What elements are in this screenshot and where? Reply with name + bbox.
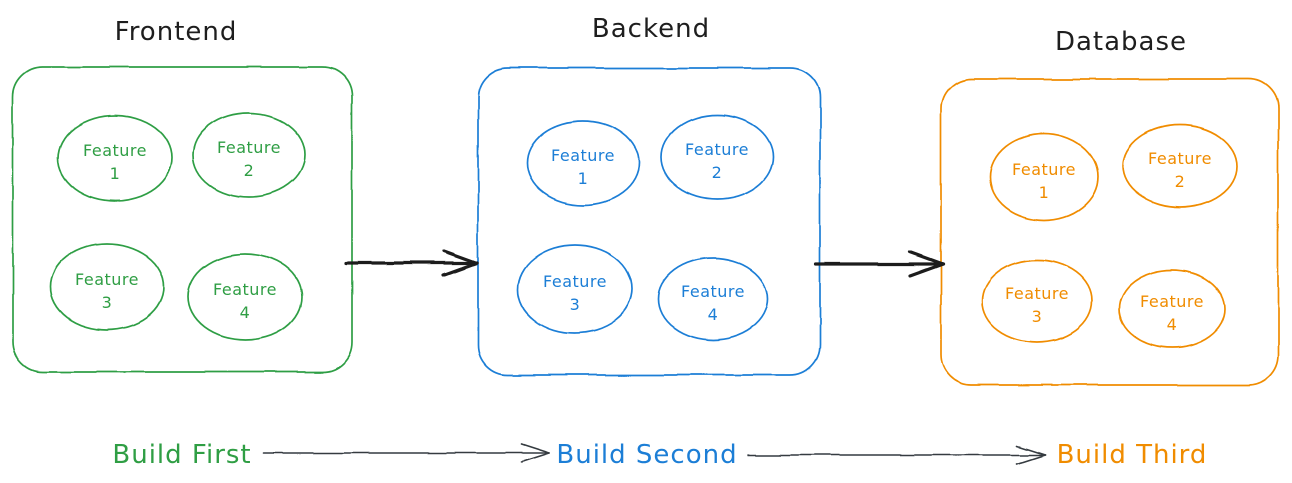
database-feature-4-number: 4 <box>1167 315 1178 334</box>
database-feature-2-number: 2 <box>1175 172 1186 191</box>
database-feature-1-number: 1 <box>1039 183 1050 202</box>
backend-feature-1-ellipse <box>526 120 640 206</box>
arrowhead-lower <box>442 261 479 277</box>
arrowhead-upper <box>442 249 479 265</box>
backend-feature-1-name: Feature <box>551 146 615 165</box>
database-container-box <box>940 78 1279 386</box>
arrowhead-upper <box>908 250 945 266</box>
backend-feature-1-number: 1 <box>578 169 589 188</box>
backend-feature-4-name: Feature <box>681 282 745 301</box>
frontend-feature-3-ellipse <box>49 243 165 331</box>
backend-feature-3-name: Feature <box>543 272 607 291</box>
database-feature-3-ellipse <box>981 259 1093 343</box>
database-feature-3-name: Feature <box>1005 284 1069 303</box>
backend-feature-3-ellipse <box>517 244 633 334</box>
timeline-arrow-second-to-third <box>747 445 1046 465</box>
frontend-feature-1-name: Feature <box>83 141 147 160</box>
backend-feature-3-number: 3 <box>570 295 581 314</box>
frontend-feature-1-ellipse <box>57 114 173 202</box>
frontend-feature-1-number: 1 <box>110 164 121 183</box>
frontend-title: Frontend <box>115 17 238 47</box>
backend-container-box <box>477 67 821 376</box>
backend-feature-labels: Feature 1 Feature 2 Feature 3 Feature 4 <box>543 140 749 324</box>
timeline-step-build-third: Build Third <box>1057 440 1208 470</box>
timeline-arrow-first-to-second <box>263 443 550 463</box>
arrowhead-lower <box>1016 454 1046 465</box>
frontend-feature-3-name: Feature <box>75 270 139 289</box>
backend-feature-2-name: Feature <box>685 140 749 159</box>
arrowhead-lower <box>908 262 945 278</box>
database-feature-4-name: Feature <box>1140 292 1204 311</box>
frontend-feature-2-ellipse <box>192 112 306 198</box>
frontend-feature-4-number: 4 <box>240 303 251 322</box>
arrowhead-lower <box>520 452 550 463</box>
frontend-feature-4-name: Feature <box>213 280 277 299</box>
frontend-feature-labels: Feature 1 Feature 2 Feature 3 Feature 4 <box>75 138 281 322</box>
backend-feature-4-number: 4 <box>708 305 719 324</box>
frontend-feature-3-number: 3 <box>102 293 113 312</box>
database-feature-2-name: Feature <box>1148 149 1212 168</box>
frontend-box-shapes <box>12 66 353 373</box>
backend-feature-2-ellipse <box>660 114 774 200</box>
database-feature-1-ellipse <box>989 133 1099 221</box>
database-title: Database <box>1055 27 1187 57</box>
frontend-container-box <box>12 66 353 373</box>
database-feature-1-name: Feature <box>1012 160 1076 179</box>
database-box-shapes <box>940 78 1279 386</box>
backend-box-shapes <box>477 67 821 376</box>
database-feature-2-ellipse <box>1122 124 1238 208</box>
arrowhead-upper <box>1016 445 1046 456</box>
database-feature-3-number: 3 <box>1032 307 1043 326</box>
backend-feature-4-ellipse <box>657 257 769 341</box>
backend-title: Backend <box>592 14 710 44</box>
arrowhead-upper <box>520 443 550 454</box>
timeline-step-build-first: Build First <box>112 440 251 470</box>
arrow-frontend-to-backend <box>344 249 479 277</box>
frontend-feature-2-name: Feature <box>217 138 281 157</box>
frontend-feature-4-ellipse <box>187 253 303 341</box>
backend-feature-2-number: 2 <box>712 163 723 182</box>
arrow-backend-to-database <box>814 250 945 278</box>
frontend-feature-2-number: 2 <box>244 161 255 180</box>
timeline-step-build-second: Build Second <box>556 440 737 470</box>
database-feature-4-ellipse <box>1118 269 1226 349</box>
database-feature-labels: Feature 1 Feature 2 Feature 3 Feature 4 <box>1005 149 1212 334</box>
